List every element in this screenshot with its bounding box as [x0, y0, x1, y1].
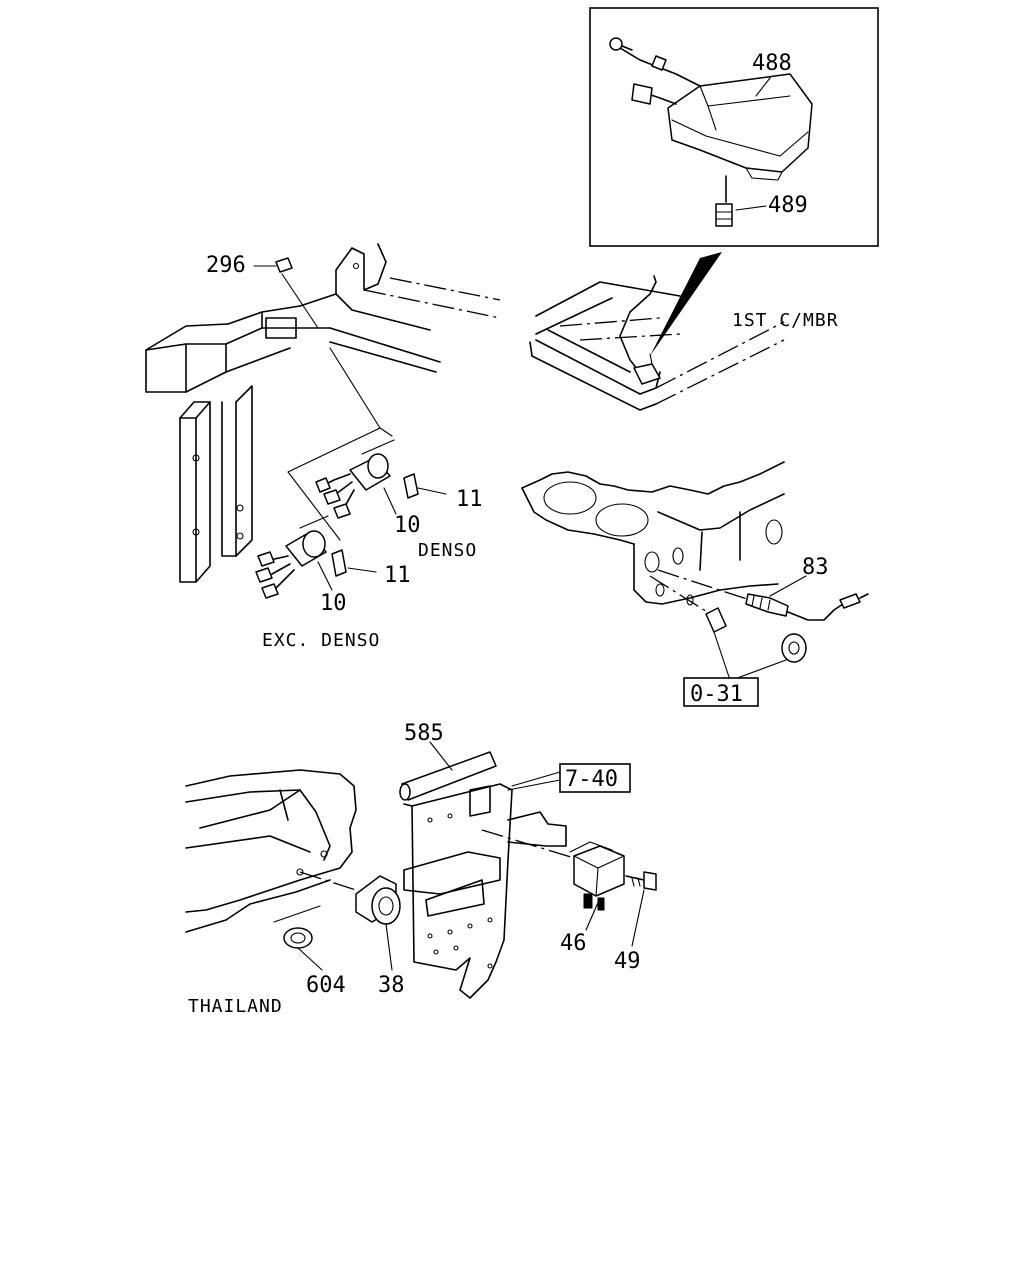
- callout-604: 604: [306, 973, 346, 998]
- callout-10-upper: 10: [394, 513, 421, 538]
- label-denso: DENSO: [418, 540, 477, 561]
- callout-11-upper: 11: [456, 487, 483, 512]
- callout-489: 489: [768, 193, 808, 218]
- module-488-drawing: [609, 37, 813, 227]
- solenoid-group-drawing: [255, 347, 447, 599]
- ref-0-31: 0-31: [690, 682, 743, 707]
- callout-38: 38: [378, 973, 405, 998]
- crossmember-drawing: [529, 275, 785, 411]
- callout-585: 585: [404, 721, 444, 746]
- thailand-group-drawing: [185, 741, 657, 999]
- callout-10-lower: 10: [320, 591, 347, 616]
- callout-49: 49: [614, 949, 641, 974]
- label-1st-crossmember: 1ST C/MBR: [732, 310, 839, 331]
- detail-pointer: [650, 252, 722, 356]
- frame-rail-drawing: [145, 243, 501, 583]
- callout-83: 83: [802, 555, 829, 580]
- ref-box-7-40: [559, 763, 631, 793]
- ref-7-40: 7-40: [565, 767, 618, 792]
- callout-46: 46: [560, 931, 587, 956]
- label-exc-denso: EXC. DENSO: [262, 630, 380, 651]
- callout-296: 296: [206, 253, 246, 278]
- engine-block-drawing: [521, 461, 869, 707]
- inset-detail: 488 489: [589, 7, 879, 247]
- callout-11-lower: 11: [384, 563, 411, 588]
- callout-488: 488: [752, 51, 792, 76]
- ref-box-0-31: [683, 677, 759, 707]
- label-thailand: THAILAND: [188, 996, 283, 1017]
